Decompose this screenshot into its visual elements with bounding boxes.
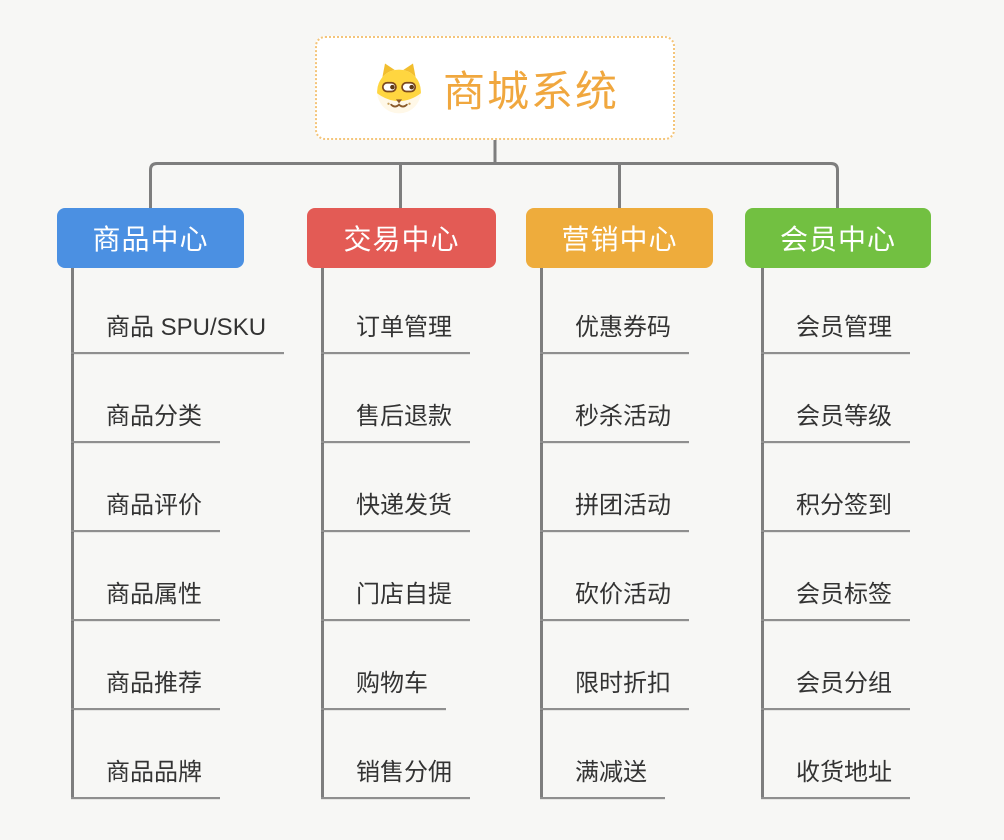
leaf-node[interactable]: 商品属性 [71,579,220,621]
branch-node-products[interactable]: 商品中心 [57,208,244,268]
leaf-node[interactable]: 商品评价 [71,490,220,532]
leaf-node[interactable]: 秒杀活动 [540,401,689,443]
leaf-node[interactable]: 快递发货 [321,490,470,532]
leaf-node[interactable]: 会员分组 [761,668,910,710]
leaf-node[interactable]: 满减送 [540,757,665,799]
leaf-node[interactable]: 售后退款 [321,401,470,443]
leaf-node[interactable]: 砍价活动 [540,579,689,621]
leaf-node[interactable]: 收货地址 [761,757,910,799]
leaf-node[interactable]: 会员标签 [761,579,910,621]
leaf-node[interactable]: 限时折扣 [540,668,689,710]
leaf-node[interactable]: 购物车 [321,668,446,710]
leaf-node[interactable]: 订单管理 [321,312,470,354]
branch-node-members[interactable]: 会员中心 [745,208,931,268]
leaf-node[interactable]: 商品 SPU/SKU [71,312,285,354]
leaf-node[interactable]: 销售分佣 [321,757,470,799]
dog-face-icon [377,63,421,114]
leaf-node[interactable]: 商品分类 [71,401,220,443]
leaf-node[interactable]: 会员管理 [761,312,910,354]
root-title: 商城系统 [442,67,619,115]
leaf-node[interactable]: 积分签到 [761,490,910,532]
root-node[interactable]: 商城系统 [315,36,675,140]
branch-node-marketing[interactable]: 营销中心 [526,208,713,268]
leaf-node[interactable]: 拼团活动 [540,490,689,532]
leaf-node[interactable]: 优惠券码 [540,312,689,354]
leaf-node[interactable]: 商品推荐 [71,668,220,710]
leaf-node[interactable]: 门店自提 [321,579,470,621]
leaf-node[interactable]: 会员等级 [761,401,910,443]
leaf-node[interactable]: 商品品牌 [71,757,220,799]
branch-node-trade[interactable]: 交易中心 [307,208,496,268]
